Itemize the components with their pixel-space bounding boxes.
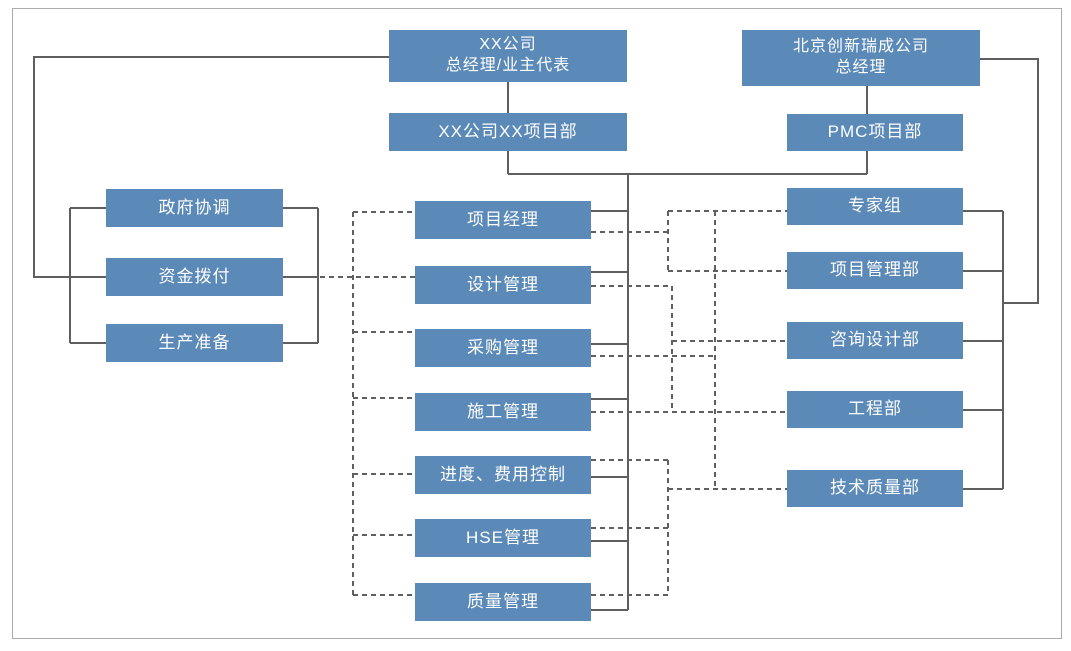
node-procurement-management: 采购管理 [415,329,591,367]
node-consulting-design-dept: 咨询设计部 [787,322,963,359]
node-owner-project-dept: XX公司XX项目部 [389,113,627,151]
node-pmc-company-general-manager: 北京创新瑞成公司 总经理 [742,30,980,86]
node-project-manager: 项目经理 [415,201,591,239]
dashed-connectors [320,210,787,596]
node-schedule-cost-control: 进度、费用控制 [415,456,591,494]
node-quality-management: 质量管理 [415,583,591,621]
node-project-management-dept: 项目管理部 [787,252,963,289]
node-owner-general-manager: XX公司 总经理/业主代表 [389,30,627,82]
solid-connectors [33,56,1039,611]
node-fund-allocation: 资金拨付 [106,258,283,296]
node-expert-group: 专家组 [787,188,963,225]
node-engineering-dept: 工程部 [787,391,963,428]
node-design-management: 设计管理 [415,266,591,304]
node-construction-management: 施工管理 [415,393,591,431]
node-hse-management: HSE管理 [415,519,591,557]
node-pmc-project-dept: PMC项目部 [787,114,963,151]
node-government-coordination: 政府协调 [106,189,283,227]
diagram-border [12,8,1062,639]
node-production-preparation: 生产准备 [106,324,283,362]
node-technical-quality-dept: 技术质量部 [787,470,963,507]
